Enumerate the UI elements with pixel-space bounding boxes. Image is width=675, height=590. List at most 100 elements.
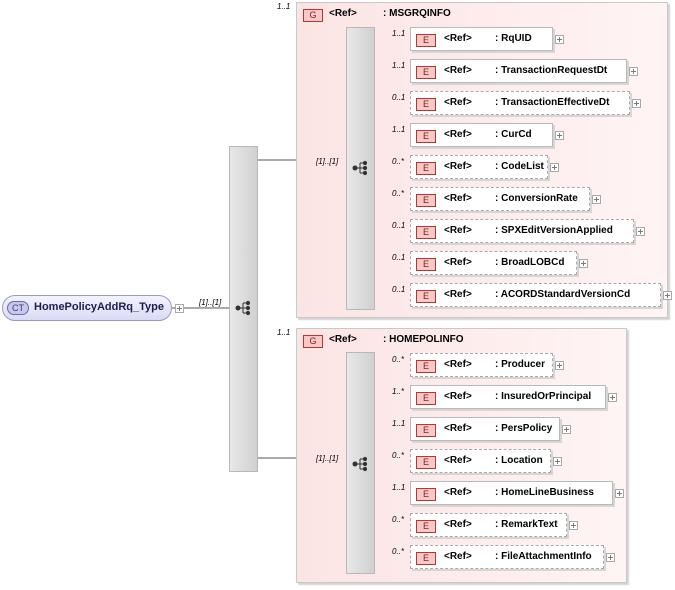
element-name: : FileAttachmentInfo	[495, 551, 592, 562]
element-node[interactable]: E <Ref> : CurCd	[410, 123, 553, 147]
element-badge: E	[416, 226, 436, 239]
element-cardinality: 1..1	[392, 125, 406, 134]
element-node[interactable]: E<Ref>: ACORDStandardVersionCd	[410, 283, 661, 307]
expand-icon[interactable]	[555, 361, 564, 370]
element-badge: E	[416, 130, 436, 143]
group-name: : HOMEPOLINFO	[383, 334, 464, 345]
sequence-compositor[interactable]	[229, 146, 258, 472]
element-name: : Location	[495, 455, 543, 466]
element-badge: E	[416, 424, 436, 437]
element-badge: E	[416, 258, 436, 271]
element-badge: E	[416, 290, 436, 303]
element-badge: E	[416, 360, 436, 373]
element-node[interactable]: E <Ref> : SPXEditVersionApplied	[410, 219, 634, 243]
element-name: : HomeLineBusiness	[495, 487, 594, 498]
element-node[interactable]: E<Ref>: Location	[410, 449, 551, 473]
element-name: : InsuredOrPrincipal	[495, 391, 592, 402]
group-occurrence: [1]..[1]	[316, 157, 339, 166]
element-name: : CodeList	[495, 161, 544, 172]
expand-icon[interactable]	[615, 489, 624, 498]
element-badge: E	[416, 162, 436, 175]
element-name: : ConversionRate	[495, 193, 578, 204]
element-node[interactable]: E <Ref> : CodeList	[410, 155, 548, 179]
group-badge: G	[303, 335, 323, 348]
element-name: : CurCd	[495, 129, 532, 140]
element-node[interactable]: E <Ref> : InsuredOrPrincipal	[410, 385, 606, 409]
element-cardinality: 0..1	[392, 93, 406, 102]
element-ref: <Ref>	[444, 487, 472, 498]
element-badge: E	[416, 520, 436, 533]
element-cardinality: 1..1	[392, 29, 406, 38]
expand-icon[interactable]	[636, 227, 645, 236]
element-name: : Producer	[495, 359, 546, 370]
element-cardinality: 0..1	[392, 253, 406, 262]
element-cardinality: 0..1	[392, 221, 406, 230]
element-badge: E	[416, 392, 436, 405]
element-badge: E	[416, 66, 436, 79]
element-cardinality: 1..1	[392, 61, 406, 70]
element-name: : TransactionRequestDt	[495, 65, 608, 76]
element-node[interactable]: E <Ref> : PersPolicy	[410, 417, 560, 441]
expand-icon[interactable]	[632, 99, 641, 108]
expand-icon[interactable]	[553, 457, 562, 466]
element-node[interactable]: E<Ref>: RqUID	[410, 27, 553, 51]
group-cardinality: 1..1	[277, 2, 291, 11]
complex-type-badge: CT	[7, 301, 29, 315]
element-ref: <Ref>	[444, 33, 472, 44]
expand-icon[interactable]	[562, 425, 571, 434]
element-cardinality: 1..1	[392, 483, 406, 492]
element-cardinality: 0..*	[392, 157, 405, 166]
expand-icon[interactable]	[663, 291, 672, 300]
group-badge: G	[303, 9, 323, 22]
element-cardinality: 1..1	[392, 419, 406, 428]
group-cardinality: 1..1	[277, 328, 291, 337]
element-node[interactable]: E <Ref> : BroadLOBCd	[410, 251, 577, 275]
element-name: : SPXEditVersionApplied	[495, 225, 613, 236]
expand-icon[interactable]	[569, 521, 578, 530]
element-ref: <Ref>	[444, 161, 472, 172]
group-ref: <Ref>	[329, 8, 357, 19]
element-name: : TransactionEffectiveDt	[495, 97, 610, 108]
element-badge: E	[416, 194, 436, 207]
element-node[interactable]: E<Ref>: HomeLineBusiness	[410, 481, 613, 505]
element-cardinality: 1..*	[392, 387, 405, 396]
element-ref: <Ref>	[444, 257, 472, 268]
sequence-icon	[352, 456, 368, 472]
element-badge: E	[416, 456, 436, 469]
element-node[interactable]: E<Ref>: RemarkText	[410, 513, 567, 537]
element-cardinality: 0..*	[392, 547, 405, 556]
element-ref: <Ref>	[444, 551, 472, 562]
expand-icon[interactable]	[606, 553, 615, 562]
element-cardinality: 0..*	[392, 451, 405, 460]
group-name: : MSGRQINFO	[383, 8, 451, 19]
element-badge: E	[416, 34, 436, 47]
group-ref: <Ref>	[329, 334, 357, 345]
element-node[interactable]: E<Ref>: TransactionRequestDt	[410, 59, 627, 83]
element-node[interactable]: E<Ref>: ConversionRate	[410, 187, 590, 211]
expand-icon[interactable]	[550, 163, 559, 172]
complex-type-name: HomePolicyAddRq_Type	[34, 301, 164, 313]
group-occurrence: [1]..[1]	[316, 454, 339, 463]
sequence-compositor[interactable]	[346, 352, 375, 574]
element-node[interactable]: E<Ref>: TransactionEffectiveDt	[410, 91, 630, 115]
element-ref: <Ref>	[444, 225, 472, 236]
expand-icon[interactable]	[608, 393, 617, 402]
element-ref: <Ref>	[444, 391, 472, 402]
element-name: : BroadLOBCd	[495, 257, 565, 268]
expand-icon[interactable]	[555, 131, 564, 140]
element-name: : PersPolicy	[495, 423, 553, 434]
expand-icon[interactable]	[592, 195, 601, 204]
expand-icon[interactable]	[555, 35, 564, 44]
expand-icon[interactable]	[579, 259, 588, 268]
expand-icon[interactable]	[175, 304, 184, 313]
element-badge: E	[416, 552, 436, 565]
complex-type-node[interactable]: CT HomePolicyAddRq_Type	[2, 295, 172, 321]
element-node[interactable]: E<Ref>: Producer	[410, 353, 553, 377]
element-ref: <Ref>	[444, 129, 472, 140]
sequence-icon	[235, 300, 251, 316]
expand-icon[interactable]	[629, 67, 638, 76]
element-node[interactable]: E <Ref> : FileAttachmentInfo	[410, 545, 604, 569]
root-occurrence: [1]..[1]	[199, 298, 222, 307]
element-cardinality: 0..1	[392, 285, 406, 294]
element-ref: <Ref>	[444, 423, 472, 434]
